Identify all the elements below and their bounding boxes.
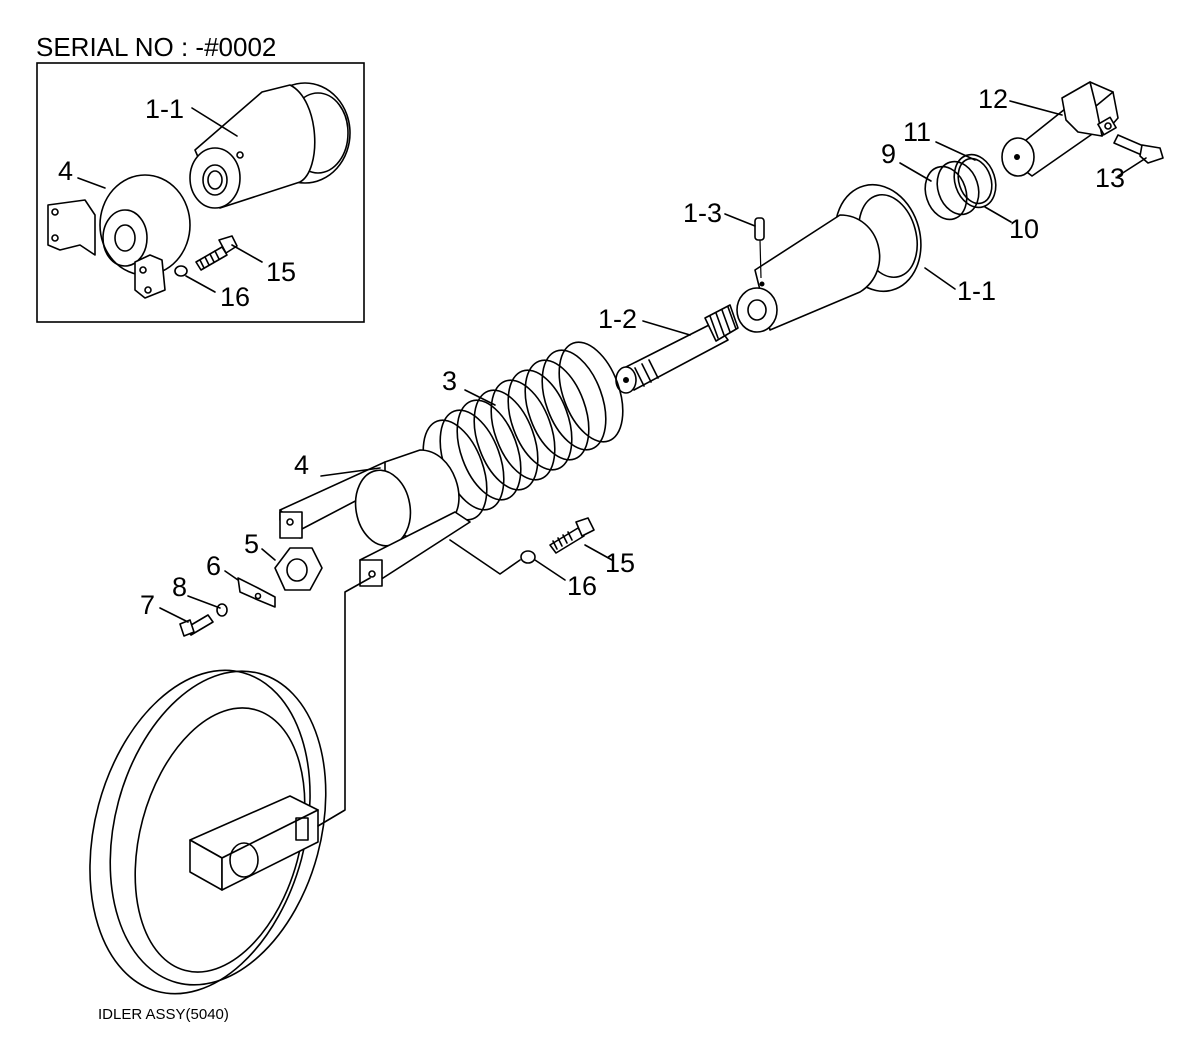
inset-frame xyxy=(36,62,365,323)
part-1-2-rod xyxy=(615,304,739,394)
inset-leader-lines xyxy=(77,107,263,293)
inset-part-1-1-body xyxy=(189,82,351,209)
inset-part-16-washer xyxy=(174,265,188,277)
part-1-1-body xyxy=(736,183,922,333)
serial-number-title: SERIAL NO : -#0002 xyxy=(36,32,276,62)
inset-part-4-bracket xyxy=(47,174,191,299)
label-part-5: 5 xyxy=(244,529,259,559)
part-7-bolt xyxy=(179,614,214,637)
label-part-7: 7 xyxy=(140,590,155,620)
label-part-4: 4 xyxy=(294,450,309,480)
label-part-11: 11 xyxy=(903,117,931,147)
part-13-bolt xyxy=(1113,134,1164,164)
label-part-16: 16 xyxy=(567,571,597,601)
label-part-10: 10 xyxy=(1009,214,1039,244)
label-part-1-3: 1-3 xyxy=(683,198,722,228)
part-3-spring xyxy=(422,341,624,521)
assembly-caption: IDLER ASSY(5040) xyxy=(98,1006,229,1023)
part-8-washer xyxy=(216,603,228,617)
part-15-bolt xyxy=(549,517,595,554)
part-12-pin xyxy=(1001,81,1119,177)
inset-label-1-1: 1-1 xyxy=(145,94,184,124)
label-part-6: 6 xyxy=(206,551,221,581)
label-part-1-1: 1-1 xyxy=(957,276,996,306)
inset-part-15-bolt xyxy=(195,235,238,271)
part-5-nut xyxy=(274,547,323,591)
idler-wheel xyxy=(89,669,327,995)
label-part-3: 3 xyxy=(442,366,457,396)
inset-label-15: 15 xyxy=(266,257,296,287)
main-leader-lines xyxy=(159,100,1147,827)
inset-label-16: 16 xyxy=(220,282,250,312)
part-11-ring xyxy=(953,153,997,209)
label-part-9: 9 xyxy=(881,139,896,169)
part-1-3-pin xyxy=(754,217,765,279)
part-9-ring xyxy=(924,165,968,221)
label-part-1-2: 1-2 xyxy=(598,304,637,334)
label-part-13: 13 xyxy=(1095,163,1125,193)
part-4-bracket xyxy=(279,449,471,587)
part-10-ring xyxy=(936,160,980,216)
label-part-12: 12 xyxy=(978,84,1008,114)
label-part-8: 8 xyxy=(172,572,187,602)
inset-label-4: 4 xyxy=(58,156,73,186)
part-16-washer xyxy=(520,550,536,564)
label-part-15: 15 xyxy=(605,548,635,578)
part-6-lock-plate xyxy=(237,577,276,608)
